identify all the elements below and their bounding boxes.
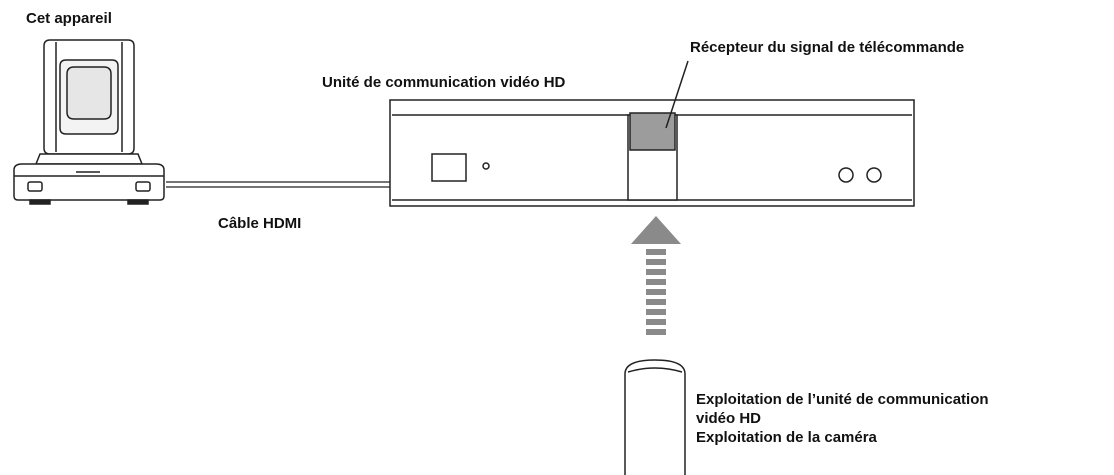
hdmi-cable-label: Câble HDMI bbox=[218, 215, 302, 232]
infrared-signal-arrow-icon bbox=[631, 216, 681, 335]
remote-receiver-window bbox=[629, 112, 676, 151]
receiver-label: Récepteur du signal de télécommande bbox=[690, 39, 965, 56]
operation-line-3: Exploitation de la caméra bbox=[696, 429, 877, 446]
camera-label: Cet appareil bbox=[26, 10, 112, 27]
video-communication-unit-icon bbox=[389, 99, 915, 207]
operation-label: Exploitation de l’unité de communication… bbox=[696, 390, 989, 447]
remote-control-icon bbox=[624, 359, 686, 475]
receiver-leader-line bbox=[665, 60, 689, 129]
ptz-camera-icon bbox=[13, 39, 165, 205]
operation-line-2: vidéo HD bbox=[696, 410, 762, 427]
hd-unit-label: Unité de communication vidéo HD bbox=[322, 74, 566, 91]
operation-line-1: Exploitation de l’unité de communication bbox=[696, 391, 989, 408]
hdmi-cable bbox=[166, 181, 392, 188]
